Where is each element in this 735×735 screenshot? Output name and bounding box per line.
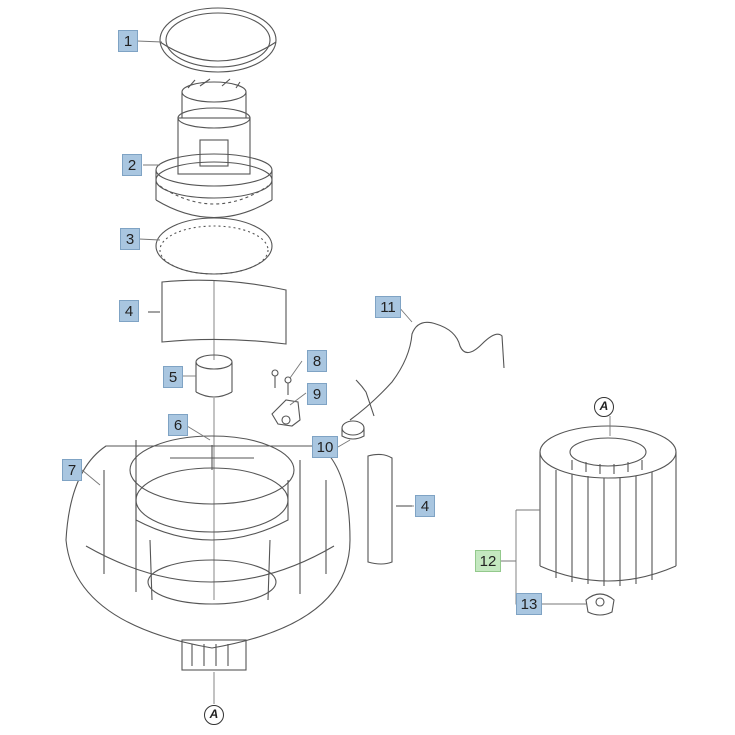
part-4-panel-left: [148, 279, 287, 345]
callout-13[interactable]: 13: [516, 593, 542, 615]
part-7-housing: [65, 440, 351, 671]
callout-8[interactable]: 8: [307, 350, 327, 372]
callout-4-right[interactable]: 4: [415, 495, 435, 517]
callout-2[interactable]: 2: [122, 154, 142, 176]
part-13-knob: [585, 593, 615, 616]
callout-5[interactable]: 5: [163, 366, 183, 388]
part-3-toothed-ring: [155, 217, 273, 275]
reference-badge-top: A: [594, 397, 614, 417]
part-12-filter-cartridge: [539, 425, 677, 586]
leader-lines: [81, 40, 611, 704]
part-8-screw: [271, 369, 292, 395]
callout-6[interactable]: 6: [168, 414, 188, 436]
reference-badge-bottom: A: [204, 705, 224, 725]
part-9-bracket: [271, 399, 301, 427]
part-6-inner-container: [129, 435, 295, 541]
part-1-gasket-ring: [159, 7, 277, 73]
part-5-cylinder: [195, 354, 233, 398]
part-10-switch: [341, 420, 365, 440]
callout-10[interactable]: 10: [312, 436, 338, 458]
callout-12[interactable]: 12: [475, 550, 501, 572]
callout-11[interactable]: 11: [375, 296, 401, 318]
callout-7[interactable]: 7: [62, 459, 82, 481]
callout-1[interactable]: 1: [118, 30, 138, 52]
part-2-motor: [155, 78, 273, 219]
callout-4-left[interactable]: 4: [119, 300, 139, 322]
part-11-cable: [349, 321, 505, 421]
callout-9[interactable]: 9: [307, 383, 327, 405]
part-4-panel-right: [367, 453, 412, 565]
callout-3[interactable]: 3: [120, 228, 140, 250]
